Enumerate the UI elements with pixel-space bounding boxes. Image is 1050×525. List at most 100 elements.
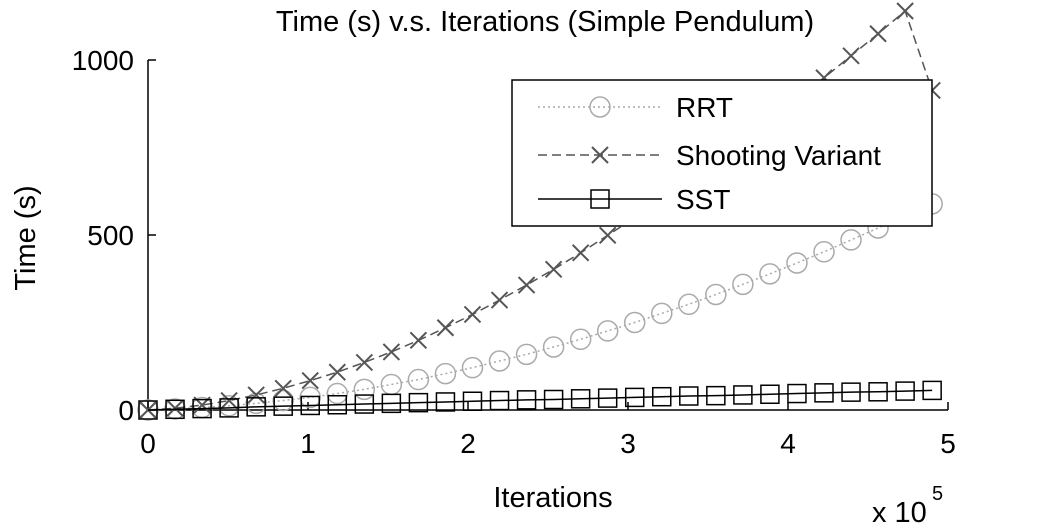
data-point xyxy=(327,395,348,415)
data-point xyxy=(272,389,294,412)
legend: RRT Shooting Variant SST xyxy=(511,79,933,227)
x-tick-label: 3 xyxy=(620,428,636,459)
data-point xyxy=(732,273,754,296)
data-point xyxy=(381,393,402,414)
data-point xyxy=(435,392,456,412)
data-point xyxy=(516,390,537,410)
x-multiplier-label: x 10 xyxy=(872,497,927,525)
data-point xyxy=(570,389,591,409)
x-axis-label: Iterations xyxy=(493,482,612,514)
data-point xyxy=(488,350,511,372)
legend-items xyxy=(538,96,662,209)
data-point xyxy=(220,391,238,410)
data-point xyxy=(409,331,428,350)
data-point xyxy=(868,382,888,402)
data-point xyxy=(489,390,510,411)
data-point xyxy=(705,283,727,306)
y-tick-label: 0 xyxy=(118,395,134,426)
legend-label-rrt: RRT xyxy=(676,92,733,123)
data-point xyxy=(355,353,374,372)
data-point xyxy=(840,229,862,251)
data-point xyxy=(407,368,430,391)
chart-title: Time (s) v.s. Iterations (Simple Pendulu… xyxy=(276,6,814,38)
data-point xyxy=(597,388,618,408)
data-point xyxy=(895,381,915,401)
data-point xyxy=(786,252,808,274)
x-tick-label: 4 xyxy=(780,428,796,459)
data-point xyxy=(138,400,158,420)
data-point xyxy=(869,25,887,43)
data-point xyxy=(679,386,699,406)
data-point xyxy=(436,319,455,337)
y-tick-label: 1000 xyxy=(72,45,134,76)
legend-label-sst: SST xyxy=(676,184,730,215)
data-point xyxy=(571,244,590,262)
data-point xyxy=(218,395,240,417)
legend-marker xyxy=(591,146,609,164)
data-point xyxy=(515,343,538,366)
data-point xyxy=(463,305,482,324)
legend-marker xyxy=(589,96,611,118)
data-point xyxy=(300,395,320,416)
data-point xyxy=(623,311,646,334)
data-point xyxy=(896,2,914,20)
data-point xyxy=(353,378,376,401)
data-point xyxy=(326,382,349,405)
data-point xyxy=(813,241,835,263)
data-point xyxy=(544,260,563,279)
data-point xyxy=(596,320,619,342)
data-point xyxy=(273,396,293,416)
y-tick-label: 500 xyxy=(87,220,134,251)
data-point xyxy=(841,382,861,402)
data-point xyxy=(380,373,403,396)
data-point xyxy=(408,392,429,413)
data-point xyxy=(733,385,753,405)
data-point xyxy=(246,397,266,417)
series-rrt xyxy=(137,193,943,421)
data-point xyxy=(301,371,319,390)
data-point xyxy=(760,384,780,404)
data-point xyxy=(490,291,509,309)
data-point xyxy=(219,398,239,418)
data-point xyxy=(354,394,375,414)
data-point xyxy=(678,293,700,316)
x-tick-label: 1 xyxy=(300,428,316,459)
data-point xyxy=(247,386,265,404)
data-point xyxy=(569,328,592,351)
data-point xyxy=(299,386,321,409)
data-point xyxy=(759,263,781,285)
data-point xyxy=(245,392,267,415)
data-point xyxy=(787,383,807,404)
series-sst xyxy=(138,380,942,420)
data-point xyxy=(814,383,834,403)
data-point xyxy=(166,399,184,417)
data-point xyxy=(434,362,457,385)
x-tick-label: 0 xyxy=(140,428,156,459)
series-line xyxy=(147,389,933,411)
data-point xyxy=(461,356,484,379)
legend-box xyxy=(511,79,933,227)
legend-label-shooting-variant: Shooting Variant xyxy=(676,140,881,171)
x-multiplier-exponent: 5 xyxy=(932,483,943,505)
x-tick-label: 5 xyxy=(940,428,956,459)
data-point xyxy=(382,343,401,361)
legend-marker xyxy=(590,189,610,209)
data-point xyxy=(706,385,726,406)
data-point xyxy=(652,386,672,407)
data-point xyxy=(274,379,292,398)
y-axis-label: Time (s) xyxy=(10,185,42,290)
data-point xyxy=(922,380,942,401)
x-tick-label: 2 xyxy=(460,428,476,459)
data-point xyxy=(517,276,536,294)
data-point xyxy=(328,363,346,381)
data-point xyxy=(651,302,673,325)
data-point xyxy=(624,387,645,408)
data-point xyxy=(842,47,860,65)
data-point xyxy=(462,391,483,411)
data-point xyxy=(598,226,617,245)
data-point xyxy=(543,389,564,410)
series-line xyxy=(147,203,933,411)
data-point xyxy=(542,336,565,358)
data-point xyxy=(165,399,185,420)
